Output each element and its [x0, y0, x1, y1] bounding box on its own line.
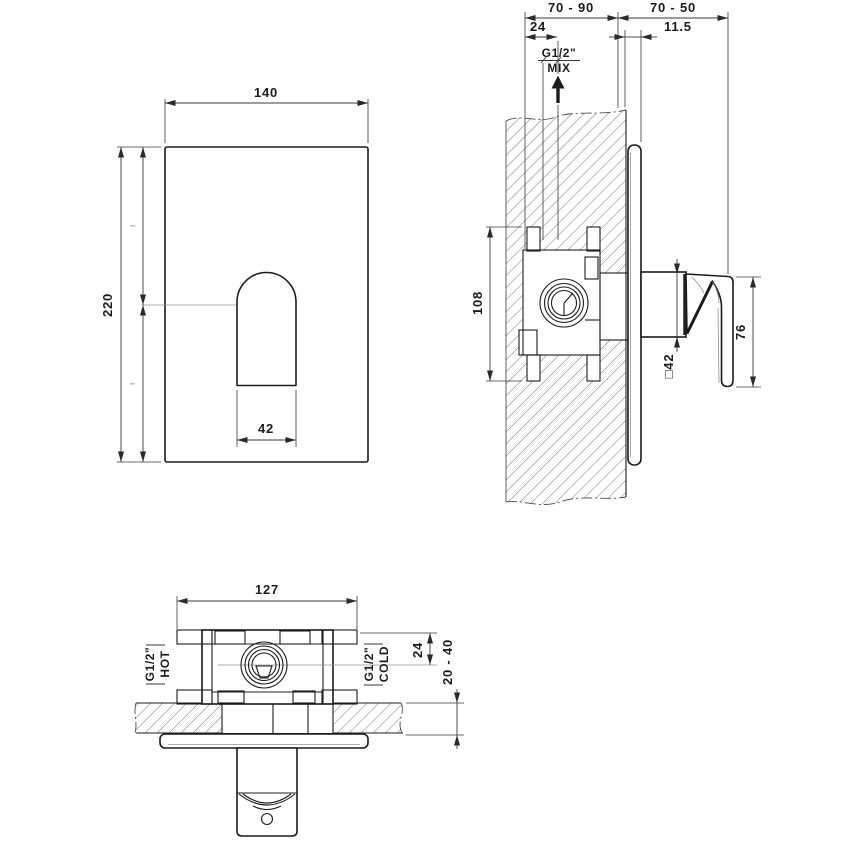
valve-body-plan — [201, 629, 334, 705]
dim-mix-offset: 24 — [530, 19, 546, 34]
dim-plate-thickness: 11.5 — [664, 19, 692, 34]
screw-boss — [279, 630, 311, 645]
dim-front-width: 140 — [254, 85, 278, 100]
label-hot-thread: G1/2" — [143, 647, 157, 682]
cartridge-port-plan — [240, 641, 288, 689]
label-cold-thread: G1/2" — [362, 647, 376, 682]
flange-ear — [176, 689, 213, 705]
side-handle-lever — [685, 273, 734, 388]
front-handle — [236, 271, 297, 387]
plan-section-view: 127 G1/2" HOT G1/2" COLD 24 20 - 40 — [134, 582, 464, 837]
dim-escutcheon-square: □42 — [661, 354, 676, 379]
plan-handle — [236, 747, 298, 837]
plan-wall-hatch-left — [135, 703, 222, 733]
flange-ear — [176, 629, 213, 645]
wall-break-line-top — [505, 109, 627, 122]
dim-cartridge-center-depth: 24 — [410, 642, 425, 658]
valve-stub — [586, 226, 601, 252]
dim-body-height: 108 — [470, 291, 485, 315]
side-trim-plate — [627, 144, 642, 466]
screw-boss — [214, 630, 246, 645]
handle-set-screw — [260, 812, 274, 826]
screw-boss — [217, 690, 245, 704]
flange-ear — [321, 629, 358, 645]
dim-protrusion-range: 70 - 50 — [650, 0, 696, 15]
dim-front-height: 220 — [100, 293, 115, 317]
dim-wall-thickness-range: 20 - 40 — [440, 639, 455, 685]
plan-wall-hatch-right — [333, 703, 403, 733]
wall-break-line-bottom — [505, 496, 627, 505]
screw-boss — [292, 690, 316, 704]
label-hot: HOT — [158, 650, 172, 677]
front-view: 140 220 42 — [100, 85, 369, 463]
flow-direction-arrow — [551, 75, 565, 103]
valve-flange-tab — [518, 329, 538, 356]
valve-flange-tab — [584, 256, 599, 280]
label-mix: MIX — [547, 61, 570, 75]
valve-stub — [586, 354, 601, 382]
dim-rough-width: 127 — [255, 582, 279, 597]
faint-dim-mark — [130, 225, 135, 227]
mixer-port-outer — [539, 278, 589, 328]
flange-ear — [321, 689, 358, 705]
dim-front-handle-width: 42 — [258, 421, 274, 436]
side-section-view: 70 - 90 70 - 50 24 11.5 G1/2" MIX 108 □4… — [470, 0, 761, 505]
dim-handle-length: 76 — [733, 324, 748, 340]
faint-dim-mark — [130, 383, 135, 385]
dim-embed-depth-range: 70 - 90 — [548, 0, 594, 15]
plan-trim-plate — [159, 733, 369, 749]
cartridge-key — [255, 665, 273, 679]
valve-stub — [526, 226, 541, 252]
label-cold: COLD — [377, 646, 391, 682]
label-mix-thread: G1/2" — [542, 46, 577, 60]
handle-escutcheon-side — [640, 271, 687, 338]
